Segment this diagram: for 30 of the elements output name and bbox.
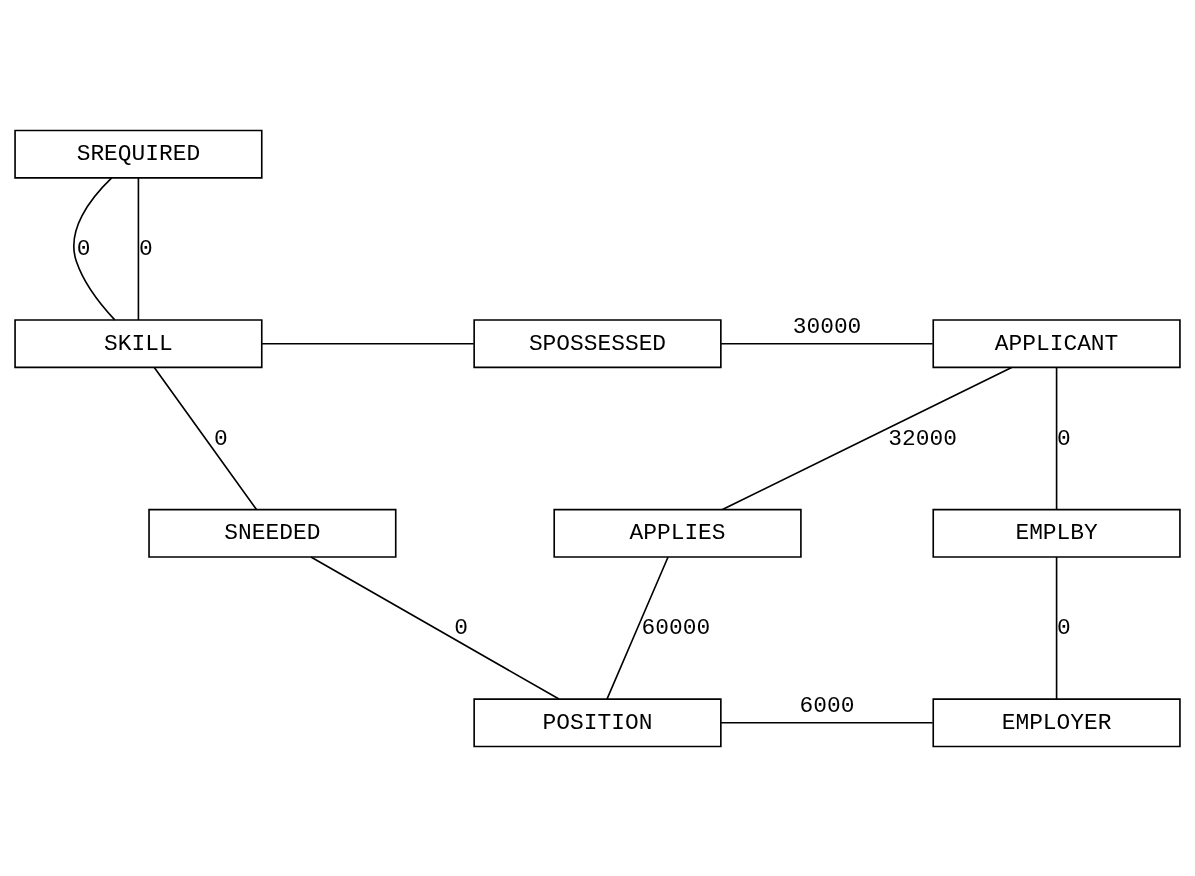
node-box: APPLIES [553,508,802,558]
connector [1055,366,1058,510]
edge-label: 0 [1057,425,1071,452]
edge-label: 6000 [799,692,855,719]
connector [606,555,669,700]
node-box: SNEEDED [148,508,397,558]
connector [720,342,934,345]
connector [721,366,1013,510]
edge-label: 0 [76,235,91,262]
edge-label: 30000 [792,313,862,340]
edge-label: 60000 [641,614,711,641]
connector [720,721,934,724]
edge-label: 0 [214,425,228,452]
connector [153,366,258,510]
node-box: EMPLBY [932,508,1181,558]
node-box: SPOSSESSED [473,318,722,368]
node-box: SREQUIRED [14,129,263,179]
connector [261,342,475,345]
edge-label: 0 [1057,614,1071,641]
edge-label: 0 [454,614,468,641]
edge-label: 32000 [888,425,957,452]
connector [137,176,140,321]
connector [1055,555,1058,700]
node-box: SKILL [14,318,263,368]
connector [310,555,560,700]
edge-label: 0 [138,235,153,262]
connector [73,176,116,321]
node-box: EMPLOYER [932,697,1181,747]
node-box: APPLICANT [932,318,1181,368]
node-box: POSITION [473,697,722,747]
